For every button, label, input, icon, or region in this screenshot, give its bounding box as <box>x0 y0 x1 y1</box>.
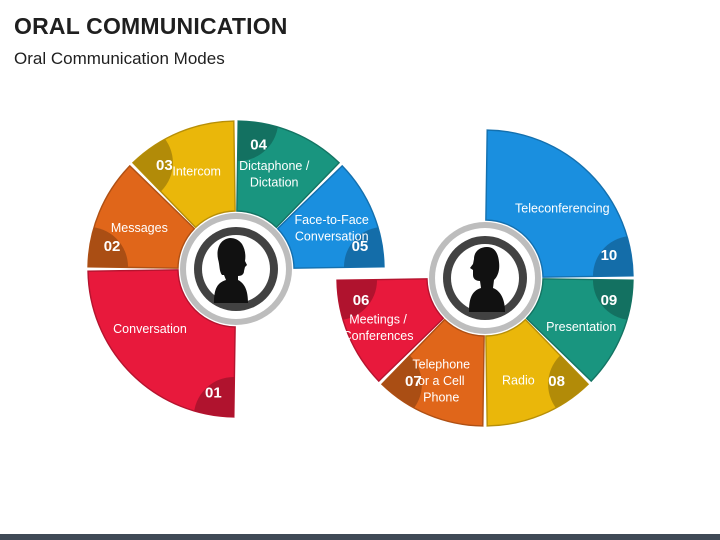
page-title: ORAL COMMUNICATION <box>14 13 288 39</box>
mode-label-line: Telephone <box>412 358 470 372</box>
footer-bar <box>0 534 720 540</box>
mode-number: 10 <box>601 247 618 264</box>
segment-shape <box>485 129 634 278</box>
number-badge-bg <box>337 278 378 321</box>
hub-1 <box>180 213 292 325</box>
number-badge-bg <box>236 121 279 162</box>
mode-label-line: or a Cell <box>418 374 465 388</box>
mode-number: 07 <box>405 373 422 390</box>
number-badge-bg <box>592 278 633 321</box>
mode-label-line: Conversation <box>295 230 369 244</box>
number-badge-bg <box>193 376 236 417</box>
male-profile-icon <box>469 247 505 312</box>
mode-label-line: Intercom <box>172 165 221 179</box>
mode-number: 01 <box>205 384 222 401</box>
mode-segment-10: 10 Teleconferencing <box>485 129 634 278</box>
number-badge-bg <box>592 235 633 278</box>
mode-segment-02: 02 Messages <box>87 164 196 269</box>
number-badge-bg <box>88 226 129 269</box>
mode-label-line: Meetings / <box>349 313 407 327</box>
mode-number: 06 <box>353 292 370 309</box>
mode-label-line: Presentation <box>546 320 616 334</box>
mode-number: 04 <box>250 137 267 154</box>
mode-segment-01: 01 Conversation <box>87 269 236 418</box>
hub-2 <box>429 222 541 334</box>
mode-label-line: Conversation <box>113 322 187 336</box>
page-subtitle: Oral Communication Modes <box>14 49 225 68</box>
mode-label-line: Radio <box>502 374 535 388</box>
mode-label-line: Messages <box>111 221 168 235</box>
mode-number: 05 <box>352 238 369 255</box>
segment-shape <box>87 269 236 418</box>
mode-number: 09 <box>601 292 618 309</box>
female-profile-icon <box>214 238 248 303</box>
mode-label-line: Conferences <box>343 329 414 343</box>
mode-number: 08 <box>548 373 565 390</box>
mode-number: 03 <box>156 157 173 174</box>
mode-label-line: Dictation <box>250 176 299 190</box>
number-badge-bg <box>343 226 384 269</box>
mode-number: 02 <box>104 238 121 255</box>
mode-label-line: Face-to-Face <box>295 213 369 227</box>
mode-label-line: Dictaphone / <box>239 159 310 173</box>
mode-label-line: Teleconferencing <box>515 201 610 215</box>
mode-label-line: Phone <box>423 391 459 405</box>
